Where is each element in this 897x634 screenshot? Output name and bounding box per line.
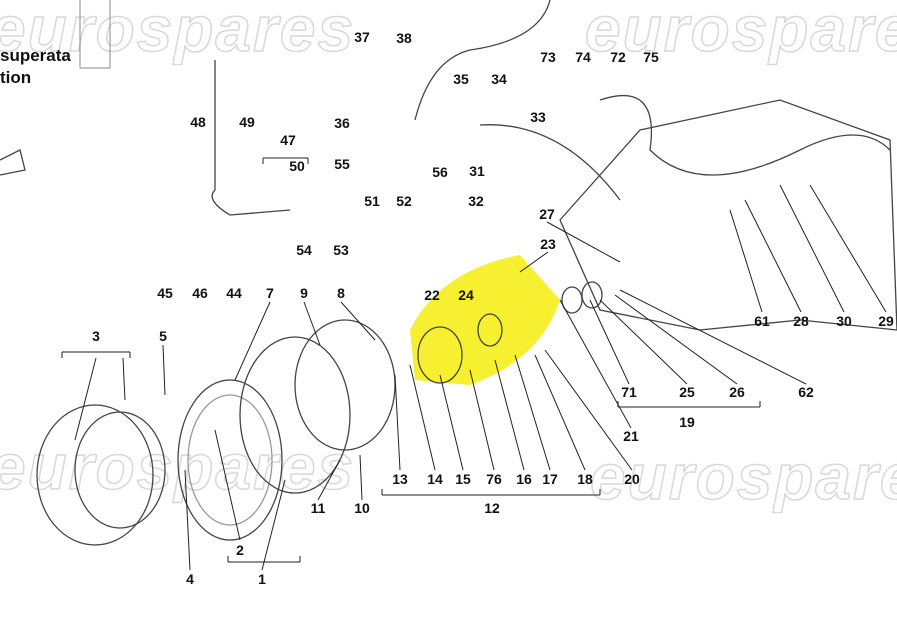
note-text-line1: superata [0,46,71,65]
part-number-label: 52 [396,193,412,209]
part-number-label: 48 [190,114,206,130]
part-number-label: 47 [280,132,296,148]
bearing [417,326,463,384]
part-number-label: 56 [432,164,448,180]
part-number-label: 53 [333,242,349,258]
part-number-label: 11 [310,500,326,516]
part-number-label: 51 [364,193,380,209]
part-number-label: 46 [192,285,208,301]
part-number-label: 36 [334,115,350,131]
watermark: eurospares [584,0,897,66]
part-number-label: 73 [540,49,556,65]
part-number-label: 35 [453,71,469,87]
clutch-disc [177,379,283,541]
highlighted-assembly [410,255,560,385]
part-number-label: 19 [679,414,695,430]
part-number-label: 2 [236,542,244,558]
watermark: eurospares [589,440,897,514]
leader-lines [61,157,887,571]
part-number-label: 7 [266,285,274,301]
part-number-label: 14 [427,471,443,487]
part-number-label: 74 [575,49,591,65]
part-number-label: 38 [396,30,412,46]
ring-gear [294,319,396,451]
part-number-label: 29 [878,313,894,329]
part-number-label: 30 [836,313,852,329]
part-number-label: 3 [92,328,100,344]
part-number-label: 71 [621,384,637,400]
part-number-label: 55 [334,156,350,172]
pipe [414,0,551,121]
part-number-label: 17 [542,471,558,487]
part-number-label: 62 [798,384,814,400]
flywheel-ring [36,404,154,546]
part-number-label: 34 [491,71,507,87]
part-number-label: 75 [643,49,659,65]
inset-frame [79,0,111,69]
part-number-label: 26 [729,384,745,400]
part-number-label: 76 [486,471,502,487]
part-number-label: 32 [468,193,484,209]
part-number-label: 4 [186,571,194,587]
part-number-label: 18 [577,471,593,487]
part-number-label: 72 [610,49,626,65]
part-number-label: 8 [337,285,345,301]
part-number-label: 50 [289,158,305,174]
pressure-plate [239,336,351,494]
part-number-label: 12 [484,500,500,516]
gearbox-housing [559,99,897,331]
part-number-label: 28 [793,313,809,329]
watermark: eurospares [0,430,356,504]
wiring-harness [599,95,891,176]
part-number-label: 23 [540,236,556,252]
part-number-label: 49 [239,114,255,130]
part-number-label: 22 [424,287,440,303]
part-number-label: 9 [300,285,308,301]
part-number-label: 1 [258,571,266,587]
part-number-label: 25 [679,384,695,400]
part-number-label: 31 [469,163,485,179]
watermark: eurospares [0,0,356,66]
part-number-label: 21 [623,428,639,444]
part-number-label: 5 [159,328,167,344]
part-number-label: 33 [530,109,546,125]
part-number-label: 24 [458,287,474,303]
part-number-label: 15 [455,471,471,487]
part-number-label: 13 [392,471,408,487]
part-number-label: 61 [754,313,770,329]
part-number-label: 20 [624,471,640,487]
part-number-label: 27 [539,206,555,222]
part-number-label: 37 [354,29,370,45]
note-text-line2: tion [0,68,32,87]
part-number-label: 10 [354,500,370,516]
part-number-label: 54 [296,242,312,258]
part-number-label: 16 [516,471,532,487]
part-number-label: 44 [226,285,242,301]
part-number-label: 45 [157,285,173,301]
